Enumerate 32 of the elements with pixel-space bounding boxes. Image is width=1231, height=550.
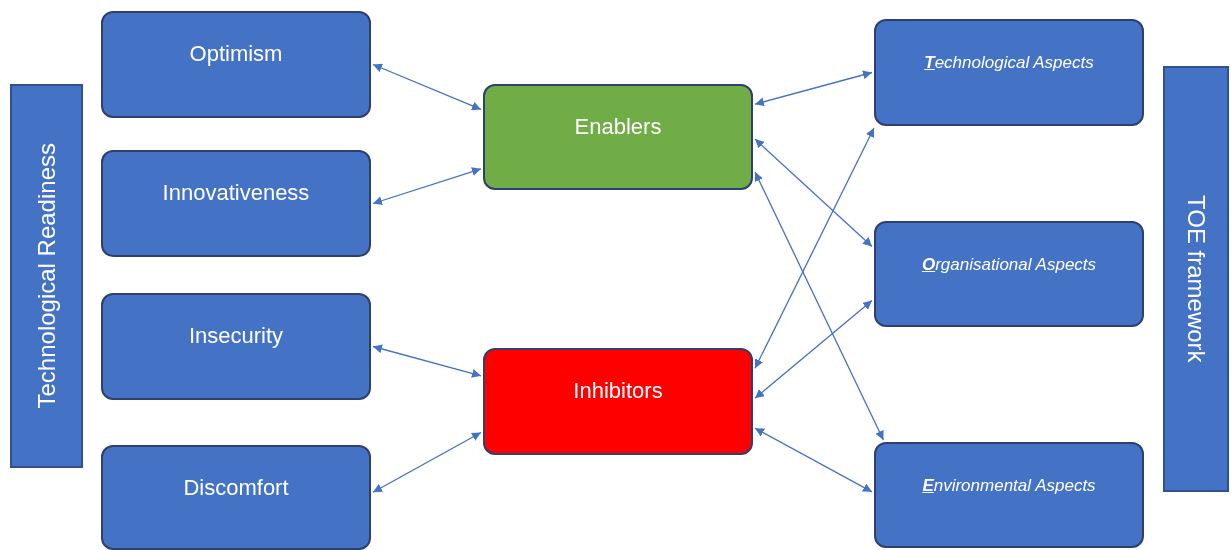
process-box bbox=[874, 221, 1144, 327]
box-label: Enablers bbox=[574, 114, 662, 140]
double-arrow bbox=[754, 127, 875, 369]
double-arrow bbox=[372, 344, 482, 378]
double-arrow bbox=[372, 167, 482, 206]
process-box bbox=[874, 442, 1144, 548]
double-arrow bbox=[754, 70, 873, 107]
process-box bbox=[483, 348, 753, 455]
box-label: Discomfort bbox=[183, 475, 289, 501]
box-label: Optimism bbox=[189, 41, 283, 67]
double-arrow bbox=[754, 138, 873, 248]
process-box bbox=[101, 150, 371, 257]
vertical-label: TOE framework bbox=[1182, 195, 1210, 363]
double-arrow bbox=[372, 63, 482, 111]
double-arrow bbox=[372, 431, 482, 493]
side-label-bar bbox=[10, 84, 83, 468]
process-box bbox=[483, 84, 753, 190]
double-arrow bbox=[754, 171, 885, 441]
process-box bbox=[101, 11, 371, 118]
process-box bbox=[101, 445, 371, 550]
vertical-label: Technological Readiness bbox=[32, 143, 61, 409]
box-label: Inhibitors bbox=[573, 378, 663, 404]
box-label: Insecurity bbox=[188, 323, 284, 349]
process-box bbox=[101, 293, 371, 400]
double-arrow bbox=[754, 427, 873, 493]
process-box bbox=[874, 19, 1144, 126]
box-label: Environmental Aspects bbox=[922, 476, 1096, 496]
side-label-bar bbox=[1163, 66, 1229, 492]
box-label: Innovativeness bbox=[162, 180, 310, 206]
box-label: Technological Aspects bbox=[924, 53, 1094, 73]
box-label: Organisational Aspects bbox=[921, 255, 1097, 275]
double-arrow bbox=[754, 299, 873, 399]
